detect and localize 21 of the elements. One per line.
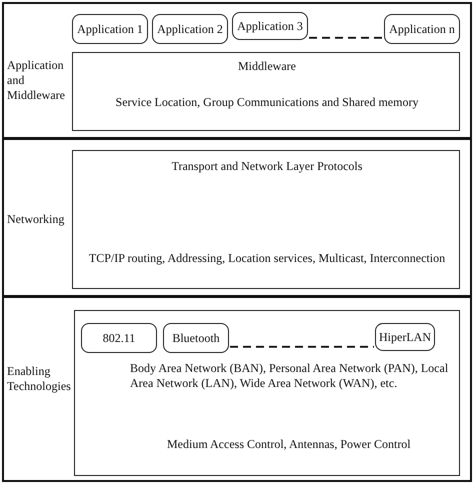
box-text: TCP/IP routing, Addressing, Location services, Multicast, Interconnection <box>88 251 446 266</box>
component-box: Bluetooth <box>163 323 229 353</box>
box-heading: Transport and Network Layer Protocols <box>170 159 364 174</box>
box-text: Medium Access Control, Antennas, Power Control <box>167 437 412 452</box>
dashed-line <box>309 36 383 39</box>
component-box: HiperLAN <box>375 323 435 351</box>
layer-label: Application and Middleware <box>7 58 66 103</box>
dashed-line <box>230 346 374 348</box>
box-text: Service Location, Group Communications and Shared memory <box>114 95 420 110</box>
box-heading: Body Area Network (BAN), Personal Area Network (PAN), Local Area Network (LAN), Wide Area Network (WAN), etc. <box>130 361 450 391</box>
layer-box <box>72 52 460 131</box>
component-box: Application 2 <box>152 14 228 44</box>
box-heading: Middleware <box>237 59 297 74</box>
component-box: Application 3 <box>232 12 308 40</box>
layer-box <box>72 150 460 289</box>
layer-label: Networking <box>7 212 66 227</box>
component-box: Application 1 <box>72 14 148 44</box>
layer-label: Enabling Technologies <box>7 364 72 394</box>
component-box: 802.11 <box>81 323 157 353</box>
component-box: Application n <box>384 14 460 44</box>
layer-box <box>74 310 460 476</box>
